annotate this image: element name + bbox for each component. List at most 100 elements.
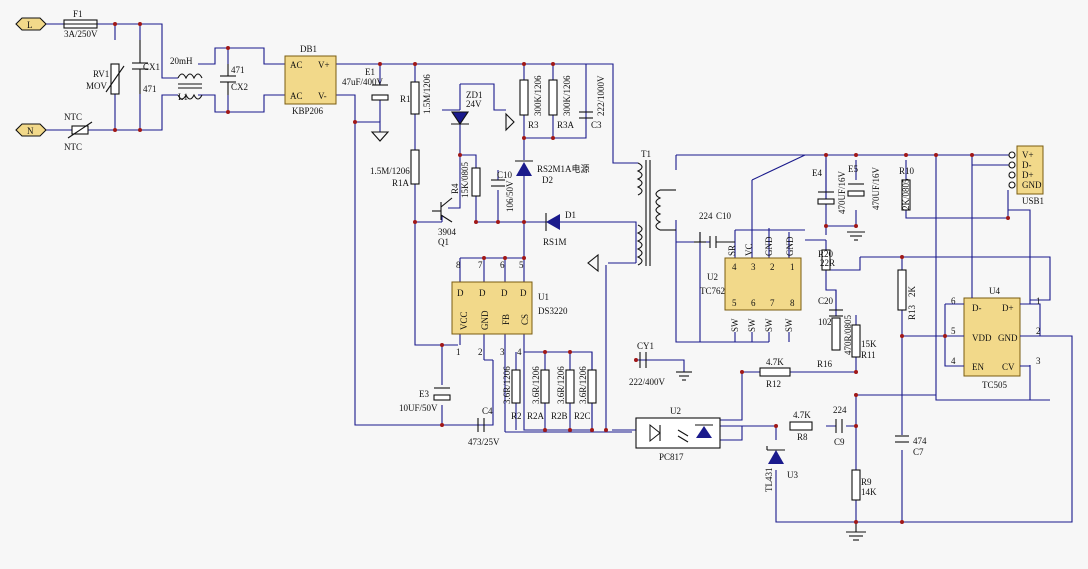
- l1-value: 20mH: [170, 56, 193, 66]
- u4-wires: [945, 195, 1072, 367]
- ground-earth-1: [676, 371, 692, 381]
- u1-pin4: 4: [517, 347, 522, 357]
- usb-pin-gnd: GND: [1022, 180, 1042, 190]
- bridge-rectifier-db1: AC AC V+ V- DB1 KBP206: [284, 44, 337, 116]
- fuse-value: 3A/250V: [64, 29, 98, 39]
- u4-pin5: 5: [951, 326, 956, 336]
- t1-ref: T1: [641, 149, 651, 159]
- c4-value: 473/25V: [468, 437, 500, 447]
- e3-ref: E3: [419, 389, 429, 399]
- resistor-r1a: 1.5M/1206 R1A: [370, 149, 420, 188]
- zener-zd1: ZD1 24V: [450, 90, 483, 125]
- usb-ref: USB1: [1022, 196, 1044, 206]
- u2-part: TC762: [700, 286, 725, 296]
- capacitor-c7: 474 C7: [895, 435, 927, 457]
- u4-part: TC505: [982, 380, 1008, 390]
- resistor-r20: R20 22R: [818, 249, 835, 271]
- r4-ref: R4: [450, 183, 460, 194]
- transformer-t1: T1: [636, 149, 676, 266]
- u1-pin7: 7: [478, 260, 483, 270]
- u3-part: TL431: [764, 468, 774, 493]
- d2-ref: D2: [542, 175, 553, 185]
- r11-ref: R11: [861, 350, 876, 360]
- resistor-r3a: 300K/1206 R3A: [548, 75, 575, 130]
- resistor-r13: 2K R13: [897, 269, 917, 320]
- u2-gnd2: GND: [785, 236, 795, 256]
- d2-value: RS2M1A电源: [537, 163, 590, 174]
- e4-ref: E4: [812, 168, 822, 178]
- u4-pin3: 3: [1036, 356, 1041, 366]
- q1-part: 3904: [438, 227, 457, 237]
- db1-ac2: AC: [290, 91, 303, 101]
- u4-pin2: 2: [1036, 326, 1041, 336]
- r2c-ref: R2C: [574, 411, 591, 421]
- terminal-neutral: N: [15, 123, 47, 137]
- u2-pin5: 5: [732, 298, 737, 308]
- u4-pin1: 1: [1036, 296, 1041, 306]
- r11-value: 15K: [861, 339, 877, 349]
- ground-earth-3: [847, 231, 865, 241]
- cx2-value: 471: [231, 65, 245, 75]
- ic-u4-tc505: U4 D- D+ VDD GND EN CV 6 1 5 2 4 3 TC505: [951, 286, 1041, 390]
- capacitor-c4: C4 473/25V: [468, 406, 500, 447]
- resistor-r10: R10 2K/0805: [899, 166, 915, 211]
- resistor-r11: 15K R11: [851, 324, 877, 360]
- u1-pin6: 6: [500, 260, 505, 270]
- resistor-r2: 3.6R/1206 R2: [502, 366, 522, 421]
- capacitor-c20: C20 102: [818, 296, 843, 327]
- terminal-neutral-label: N: [27, 126, 34, 136]
- db1-vn: V-: [318, 91, 327, 101]
- ground-arrow-2: [587, 253, 599, 273]
- terminal-live-label: L: [27, 20, 33, 30]
- r2c-value: 3.6R/1206: [578, 366, 588, 404]
- r1a-ref: R1A: [392, 178, 410, 188]
- capacitor-e5: E5 470UF/16V: [847, 164, 881, 210]
- r20-value: 22R: [820, 258, 835, 268]
- e1-ref: E1: [365, 67, 375, 77]
- capacitor-c9: 224 C9: [833, 405, 847, 447]
- r4-value: 15K/0805: [460, 162, 470, 199]
- r3a-ref: R3A: [557, 120, 575, 130]
- db1-part: KBP206: [292, 106, 324, 116]
- u4-vdd: VDD: [972, 333, 992, 343]
- u2-pin3: 3: [751, 262, 756, 272]
- q1-ref: Q1: [438, 237, 449, 247]
- r16-value: 470R/0805: [843, 314, 853, 355]
- resistor-r9: R9 14K: [851, 469, 877, 501]
- fuse-ref: F1: [73, 9, 83, 19]
- u2-sw1: SW: [730, 318, 740, 332]
- u4-dm: D-: [972, 303, 982, 313]
- shunt-regulator-u3: TL431 U3: [764, 446, 798, 492]
- ground-primary-1: [370, 131, 390, 142]
- c10b-ref: C10: [716, 211, 732, 221]
- u2-pin7: 7: [770, 298, 775, 308]
- u4-gnd: GND: [998, 333, 1018, 343]
- r13-value: 2K: [907, 286, 917, 298]
- c10b-value: 224: [699, 211, 713, 221]
- u1-d2: D: [479, 288, 486, 298]
- ntc-value: NTC: [64, 142, 82, 152]
- r10-value: 2K/0805: [901, 178, 911, 210]
- ground-arrow-1: [505, 112, 515, 132]
- resistor-r16: 470R/0805 R16: [817, 314, 853, 369]
- capacitor-cx2: 471 CX2: [220, 64, 248, 95]
- capacitor-c10-secondary: 224 C10: [699, 211, 735, 248]
- u1-pin1: 1: [456, 347, 461, 357]
- capacitor-c3: 222/1000V C3: [579, 75, 606, 130]
- r9-ref: R9: [861, 477, 872, 487]
- r2b-value: 3.6R/1206: [556, 366, 566, 404]
- u2-sr: SR: [727, 245, 737, 256]
- u1-pin5: 5: [519, 260, 524, 270]
- e5-ref: E5: [848, 164, 858, 174]
- c3-ref: C3: [591, 120, 602, 130]
- ground-earth-2: [694, 232, 706, 243]
- zd1-ref: ZD1: [466, 90, 483, 100]
- u2-pin4: 4: [732, 262, 737, 272]
- diode-d2: RS2M1A电源 D2: [515, 160, 590, 185]
- resistor-r3: 300K/1206 R3: [519, 75, 543, 130]
- u1-cs: CS: [520, 314, 530, 325]
- r2-ref: R2: [511, 411, 522, 421]
- r3-ref: R3: [528, 120, 539, 130]
- u4-dp: D+: [1002, 303, 1014, 313]
